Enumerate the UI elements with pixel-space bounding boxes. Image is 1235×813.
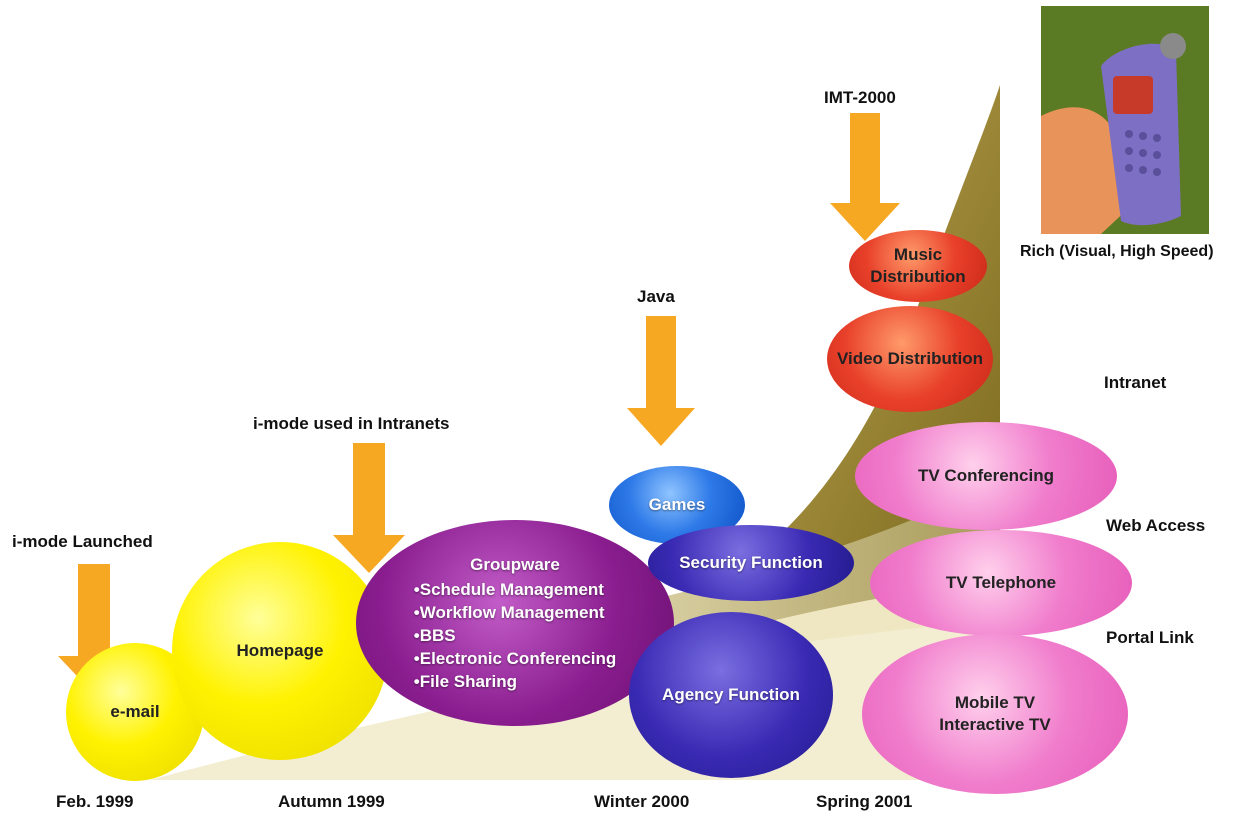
- timeline-winter2000: Winter 2000: [594, 792, 690, 811]
- games-label: Games: [648, 495, 706, 514]
- mobile-tv-line2: Interactive TV: [939, 715, 1051, 734]
- timeline-spring2001: Spring 2001: [816, 792, 913, 811]
- groupware-feature-item: Electronic Conferencing: [414, 647, 616, 670]
- tv-conferencing-label: TV Conferencing: [917, 466, 1054, 485]
- groupware-feature-item: Schedule Management: [414, 578, 616, 601]
- tv-telephone-label: TV Telephone: [945, 573, 1057, 592]
- mobile-phone-photo: [1041, 6, 1209, 234]
- tv-conferencing-bubble: TV Conferencing: [855, 422, 1117, 530]
- timeline-feb1999: Feb. 1999: [56, 792, 134, 811]
- video-distribution-bubble: Video Distribution: [827, 306, 993, 412]
- photo-caption: Rich (Visual, High Speed): [1020, 243, 1214, 260]
- video-distribution-label: Video Distribution: [836, 349, 984, 368]
- intranet-label: Intranet: [1104, 373, 1167, 392]
- down-arrow-icon: [627, 316, 695, 446]
- timeline-autumn1999: Autumn 1999: [278, 792, 385, 811]
- music-distribution-line2: Distribution: [870, 267, 966, 286]
- groupware-feature-item: Workflow Management: [414, 601, 616, 624]
- portal-link-label: Portal Link: [1106, 628, 1194, 647]
- down-arrow-icon: [830, 113, 900, 241]
- milestone-intranets-label: i-mode used in Intranets: [253, 414, 450, 433]
- email-label: e-mail: [110, 702, 160, 721]
- security-function-label: Security Function: [679, 553, 823, 572]
- groupware-feature-item: BBS: [414, 624, 616, 647]
- homepage-bubble: Homepage: [172, 542, 388, 760]
- security-function-bubble: Security Function: [648, 525, 854, 601]
- groupware-title: Groupware: [470, 554, 560, 574]
- agency-function-label: Agency Function: [662, 685, 800, 704]
- music-distribution-line1: Music: [893, 245, 943, 264]
- phone-in-hand-icon: [1041, 6, 1209, 234]
- milestone-java-label: Java: [637, 287, 675, 306]
- groupware-feature-item: File Sharing: [414, 670, 616, 693]
- mobile-tv-line1: Mobile TV: [954, 693, 1036, 712]
- tv-telephone-bubble: TV Telephone: [870, 530, 1132, 636]
- groupware-bubble: Groupware Schedule Management Workflow M…: [356, 520, 674, 726]
- down-arrow-icon: [333, 443, 405, 573]
- music-distribution-bubble: Music Distribution: [849, 230, 987, 302]
- milestone-launched-label: i-mode Launched: [12, 532, 153, 551]
- milestone-imt-label: IMT-2000: [824, 88, 896, 107]
- web-access-label: Web Access: [1106, 516, 1206, 535]
- groupware-feature-list: Schedule Management Workflow Management …: [414, 578, 616, 693]
- homepage-label: Homepage: [236, 641, 324, 660]
- mobile-tv-bubble: Mobile TV Interactive TV: [862, 634, 1128, 794]
- agency-function-bubble: Agency Function: [629, 612, 833, 778]
